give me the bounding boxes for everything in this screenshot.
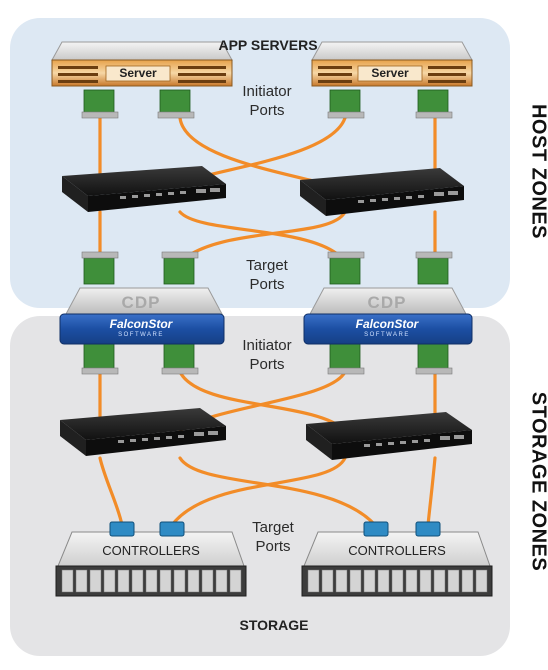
falconstor-brand-left: FalconStor bbox=[109, 317, 173, 331]
storage-title: STORAGE bbox=[239, 617, 309, 633]
storage-array-right bbox=[301, 531, 493, 597]
host-switch-left bbox=[62, 166, 226, 212]
storage-target-line2: Ports bbox=[255, 538, 291, 555]
host-initiator-line1: Initiator bbox=[242, 83, 292, 100]
storage-initiator-ports-label: Initiator Ports bbox=[222, 336, 312, 374]
cdp-appliance-right bbox=[303, 287, 473, 345]
controllers-label-left: CONTROLLERS bbox=[102, 543, 200, 558]
falconstor-sub-left: SOFTWARE bbox=[118, 332, 164, 338]
storage-initiator-line1: Initiator bbox=[242, 337, 292, 354]
storage-target-line1: Target bbox=[252, 519, 294, 536]
host-initiator-ports-label: Initiator Ports bbox=[222, 82, 312, 120]
storage-array-left bbox=[55, 531, 247, 597]
server-label-left: Server bbox=[119, 66, 157, 80]
host-target-line1: Target bbox=[246, 257, 288, 274]
host-zones-label: HOST ZONES bbox=[527, 103, 548, 239]
hba-cards bbox=[83, 89, 449, 371]
server-right bbox=[311, 41, 473, 87]
hba-brackets bbox=[81, 111, 453, 375]
app-servers-title: APP SERVERS bbox=[218, 37, 318, 53]
server-left bbox=[51, 41, 233, 87]
storage-target-ports-label: Target Ports bbox=[228, 518, 318, 556]
storage-switch-right bbox=[306, 412, 472, 460]
falconstor-logo-left: FalconStor SOFTWARE bbox=[82, 318, 200, 339]
falconstor-logo-right: FalconStor SOFTWARE bbox=[328, 318, 446, 339]
storage-switch-left bbox=[60, 408, 226, 456]
cdp-appliance-left bbox=[59, 287, 225, 345]
host-initiator-line2: Ports bbox=[249, 102, 285, 119]
cdp-label-left: CDP bbox=[121, 293, 161, 312]
controllers-label-right: CONTROLLERS bbox=[348, 543, 446, 558]
host-target-line2: Ports bbox=[249, 276, 285, 293]
storage-zones-label: STORAGE ZONES bbox=[527, 391, 548, 572]
server-label-right: Server bbox=[371, 66, 409, 80]
falconstor-sub-right: SOFTWARE bbox=[364, 332, 410, 338]
host-target-ports-label: Target Ports bbox=[222, 256, 312, 294]
controller-ports bbox=[109, 521, 441, 537]
host-switch-right bbox=[300, 168, 464, 216]
cdp-label-right: CDP bbox=[367, 293, 407, 312]
storage-initiator-line2: Ports bbox=[249, 356, 285, 373]
falconstor-brand-right: FalconStor bbox=[355, 317, 419, 331]
